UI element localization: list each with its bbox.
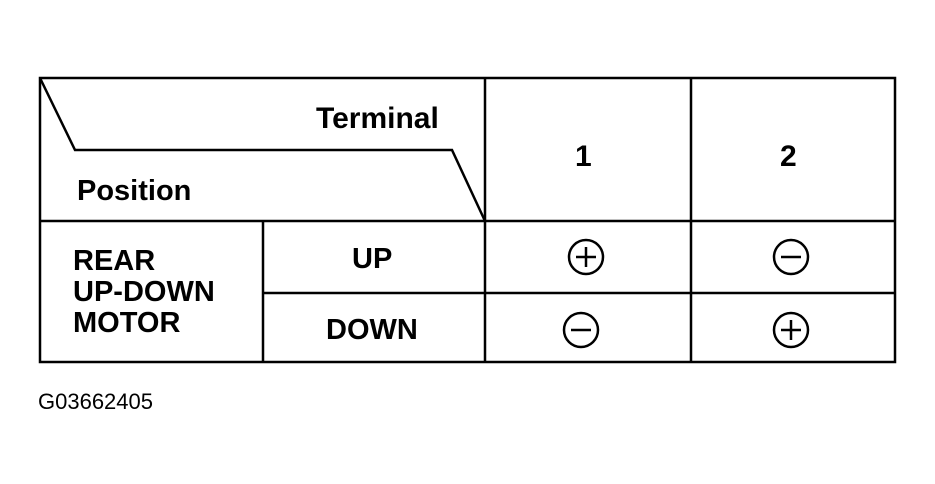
plus-icon xyxy=(772,311,810,349)
position-up-label: UP xyxy=(352,243,393,275)
minus-icon xyxy=(772,238,810,276)
component-line-3: MOTOR xyxy=(73,307,181,339)
plus-icon xyxy=(567,238,605,276)
component-line-1: REAR xyxy=(73,245,156,277)
position-header: Position xyxy=(77,175,192,207)
position-down-label: DOWN xyxy=(326,314,418,346)
component-line-2: UP-DOWN xyxy=(73,276,215,308)
terminal-header: Terminal xyxy=(316,102,439,135)
terminal-2-header: 2 xyxy=(780,140,797,173)
component-label: REAR UP-DOWN MOTOR xyxy=(73,246,215,339)
minus-icon xyxy=(562,311,600,349)
terminal-1-header: 1 xyxy=(575,140,592,173)
figure-code: G03662405 xyxy=(38,389,153,414)
